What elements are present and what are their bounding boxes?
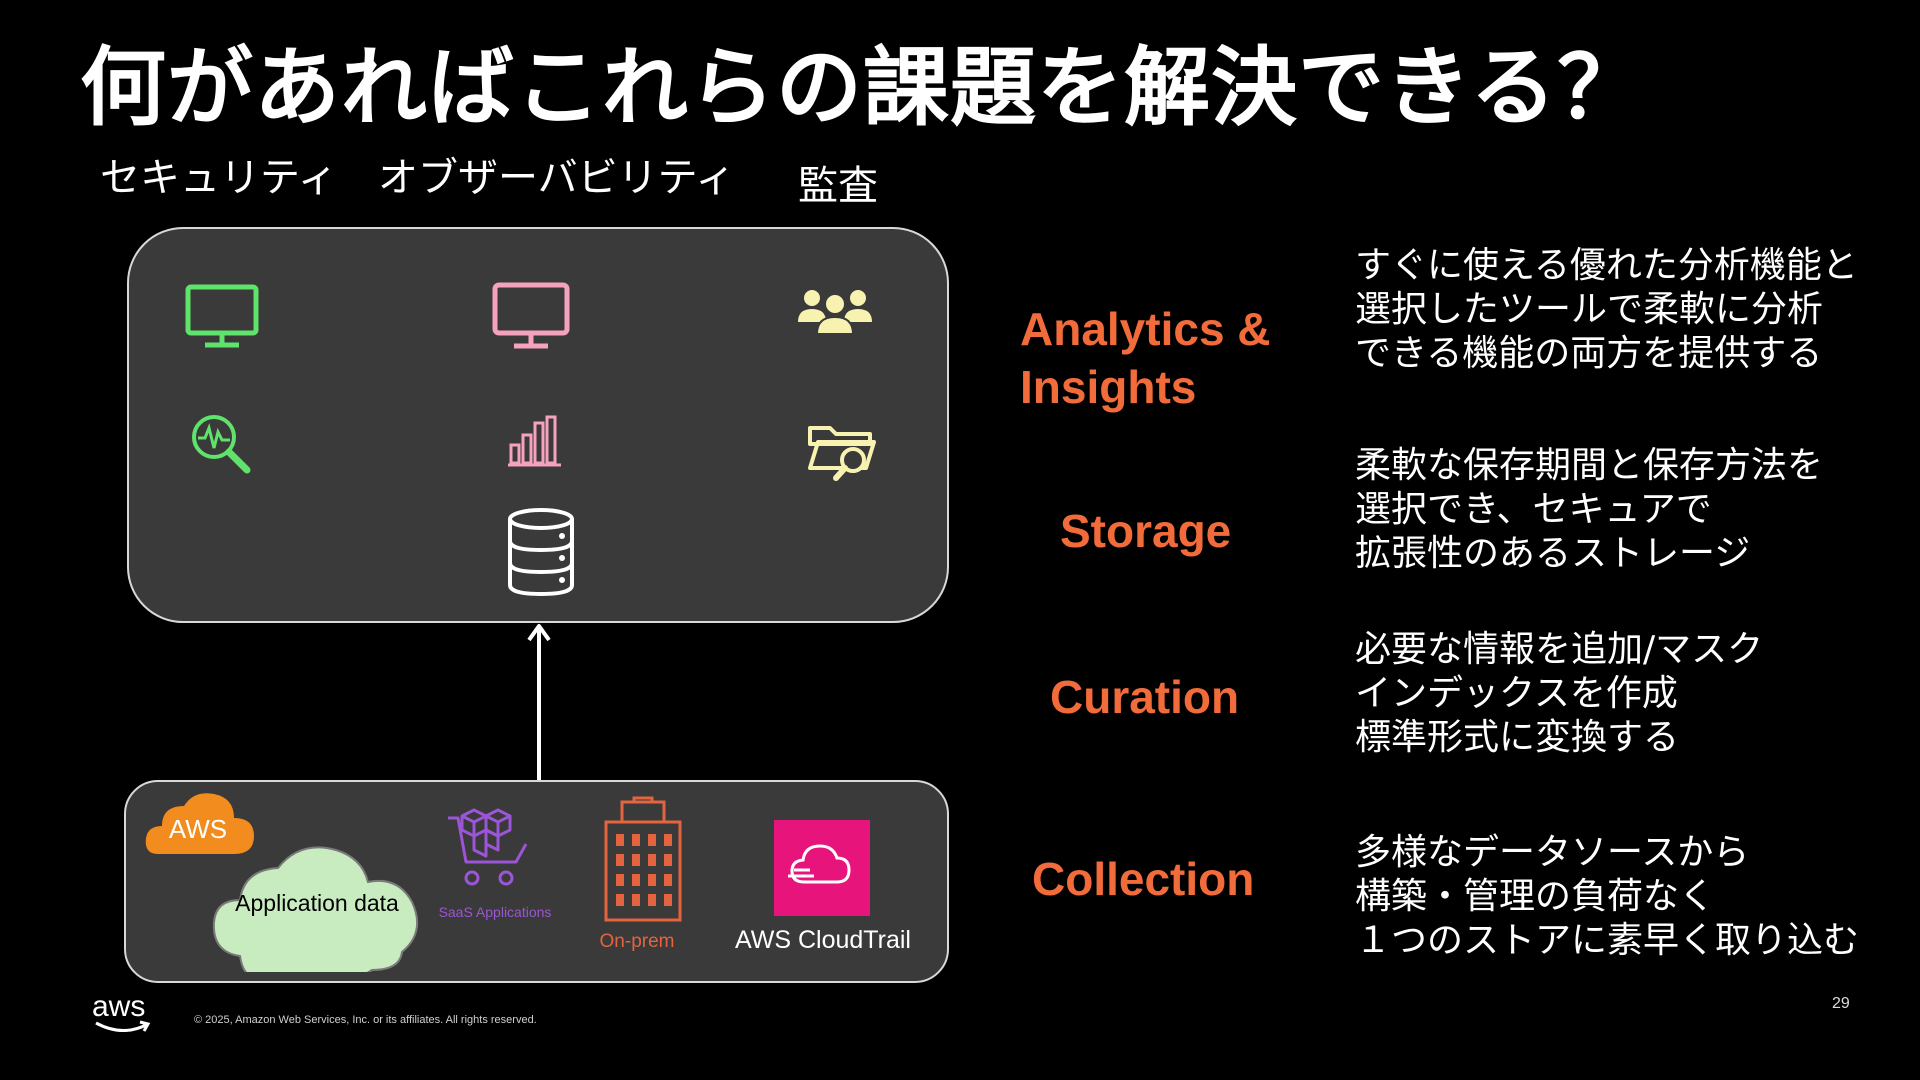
description-line: 標準形式に変換する xyxy=(1355,717,1680,758)
aws-smile-icon xyxy=(95,1020,151,1032)
stage-label-line: Collection xyxy=(1032,853,1255,905)
stage-curation: Curation xyxy=(1050,668,1239,726)
analytics-storage-panel xyxy=(127,227,949,623)
stage-label-line: Insights xyxy=(1020,361,1197,413)
aws-cloud-icon xyxy=(145,793,254,854)
on-prem-label: On-prem xyxy=(599,931,675,952)
collection-description: 多様なデータソースから 構築・管理の負荷なく １つのストアに素早く取り込む xyxy=(1355,831,1859,963)
saas-applications-label: SaaS Applications xyxy=(438,904,552,920)
application-data-label: Application data xyxy=(235,890,399,916)
category-observability-label: オブザーバビリティ xyxy=(378,155,736,201)
analytics-description: すぐに使える優れた分析機能と 選択したツールで柔軟に分析 できる機能の両方を提供… xyxy=(1355,244,1858,376)
database-icon xyxy=(508,508,574,597)
search-waveform-icon xyxy=(192,415,251,474)
application-data-cloud-icon xyxy=(212,846,419,972)
description-line: 構築・管理の負荷なく xyxy=(1355,876,1716,917)
aws-logo: aws xyxy=(92,990,151,1032)
aws-logo-text: aws xyxy=(92,990,146,1023)
aws-cloudtrail-label: AWS CloudTrail xyxy=(735,926,911,954)
aws-label: AWS xyxy=(168,814,228,844)
description-line: 必要な情報を追加/マスク xyxy=(1355,629,1764,670)
page-number: 29 xyxy=(1832,995,1850,1012)
description-line: すぐに使える優れた分析機能と xyxy=(1355,245,1858,286)
description-line: インデックスを作成 xyxy=(1355,673,1678,714)
building-icon xyxy=(604,796,682,922)
folder-search-icon xyxy=(808,426,876,481)
description-line: 選択したツールで柔軟に分析 xyxy=(1355,289,1824,330)
stage-label-line: Storage xyxy=(1060,505,1232,557)
copyright-text: © 2025, Amazon Web Services, Inc. or its… xyxy=(194,1014,537,1026)
curation-description: 必要な情報を追加/マスク インデックスを作成 標準形式に変換する xyxy=(1355,628,1763,760)
users-group-icon xyxy=(798,290,872,335)
description-line: 多様なデータソースから xyxy=(1355,832,1750,873)
arrow-up-icon xyxy=(527,624,551,780)
monitor-icon xyxy=(492,282,570,349)
description-line: できる機能の両方を提供する xyxy=(1355,333,1823,374)
stage-analytics-insights: Analytics & Insights xyxy=(1020,300,1271,416)
storage-description: 柔軟な保存期間と保存方法を 選択でき、セキュアで 拡張性のあるストレージ xyxy=(1355,444,1823,576)
stage-label-line: Analytics & xyxy=(1020,303,1271,355)
stage-collection: Collection xyxy=(1032,850,1254,908)
description-line: 柔軟な保存期間と保存方法を xyxy=(1355,445,1824,486)
slide-title: 何があればこれらの課題を解決できる？ xyxy=(80,38,1645,138)
stage-label-line: Curation xyxy=(1050,671,1240,723)
shopping-cart-blocks-icon xyxy=(448,808,528,886)
monitor-icon xyxy=(185,284,259,348)
data-sources-panel xyxy=(124,780,949,983)
cloudtrail-icon xyxy=(774,820,870,916)
category-security-label: セキュリティ xyxy=(100,155,338,201)
description-line: 選択でき、セキュアで xyxy=(1355,489,1712,530)
category-audit-label: 監査 xyxy=(798,163,878,209)
stage-storage: Storage xyxy=(1060,502,1231,560)
bar-chart-icon xyxy=(508,415,561,467)
description-line: １つのストアに素早く取り込む xyxy=(1355,920,1860,961)
description-line: 拡張性のあるストレージ xyxy=(1355,533,1751,574)
